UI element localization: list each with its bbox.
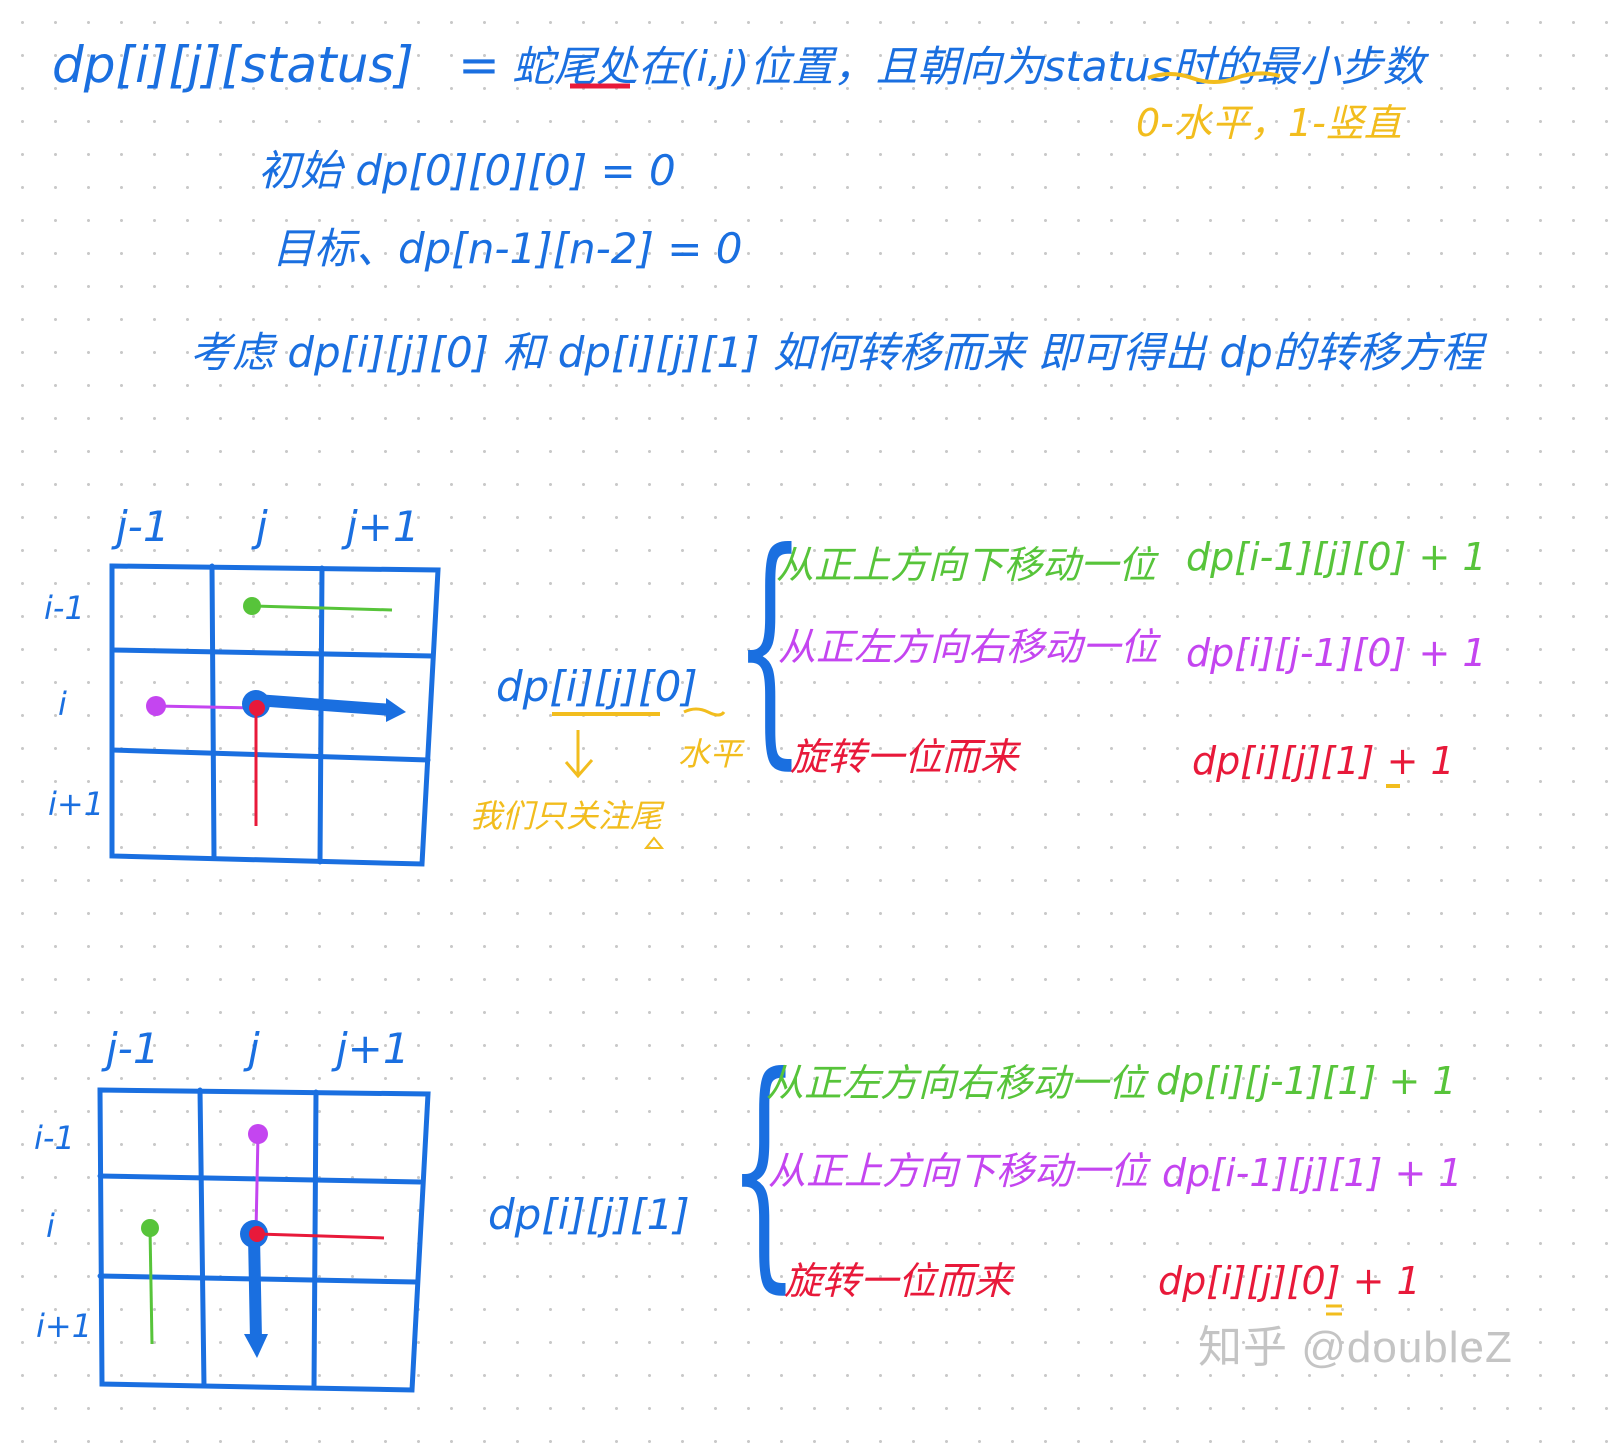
s1-brace: { xyxy=(734,499,806,790)
s2-red-arrow xyxy=(249,1226,385,1242)
watermark: 知乎 @doubleZ xyxy=(1198,1323,1513,1372)
s2-case-formula-1: dp[i][j-1][1] + 1 xyxy=(1156,1059,1457,1103)
s1-col-label-left: j-1 xyxy=(116,502,170,551)
s1-case-text-3: 旋转一位而来 xyxy=(790,735,1019,779)
s1-row-label-mid: i xyxy=(58,685,67,723)
s1-row-label-top: i-1 xyxy=(44,589,85,627)
s2-row-label-top: i-1 xyxy=(34,1119,75,1157)
s2-row-label-mid: i xyxy=(46,1207,55,1245)
s2-col-label-right: j+1 xyxy=(336,1024,410,1073)
s1-row-label-bottom: i+1 xyxy=(48,785,105,823)
init-line: 初始 dp[0][0][0] = 0 xyxy=(258,146,676,195)
s2-case-formula-3: dp[i][j][0] + 1 xyxy=(1158,1259,1421,1303)
s1-green-arrow xyxy=(243,597,393,615)
status-note: 0-水平，1-竖直 xyxy=(1136,101,1402,145)
s2-col-label-left: j-1 xyxy=(106,1024,160,1073)
s1-purple-arrow xyxy=(146,696,259,716)
s2-green-arrow xyxy=(141,1219,159,1345)
s2-case-text-3: 旋转一位而来 xyxy=(784,1259,1013,1303)
s1-case-text-2: 从正左方向右移动一位 xyxy=(778,625,1159,669)
s2-blue-snake xyxy=(240,1220,268,1358)
s1-case-text-1: 从正上方向下移动一位 xyxy=(776,543,1157,587)
s2-case-text-2: 从正上方向下移动一位 xyxy=(768,1149,1149,1193)
s2-case-formula-2: dp[i-1][j][1] + 1 xyxy=(1162,1151,1463,1195)
definition-equals: = xyxy=(458,36,500,94)
s1-red-arrow xyxy=(249,700,265,826)
s2-purple-arrow xyxy=(248,1124,268,1233)
s2-brace: { xyxy=(728,1023,800,1314)
definition-rhs: 蛇尾处在(i,j)位置，且朝向为status时的最小步数 xyxy=(512,42,1425,91)
s2-case-text-1: 从正左方向右移动一位 xyxy=(766,1061,1147,1105)
s2-row-label-bottom: i+1 xyxy=(36,1307,93,1345)
s1-state: dp[i][j][0] xyxy=(496,662,698,711)
s1-col-label-mid: j xyxy=(256,502,268,551)
s1-blue-snake xyxy=(242,690,406,722)
s2-state: dp[i][j][1] xyxy=(488,1190,690,1239)
s1-case-formula-2: dp[i][j-1][0] + 1 xyxy=(1186,631,1487,675)
goal-line: 目标、dp[n-1][n-2] = 0 xyxy=(272,224,743,273)
consider-line: 考虑 dp[i][j][0] 和 dp[i][j][1] 如何转移而来 即可得出… xyxy=(190,328,1483,377)
s1-tail-note: 我们只关注尾 xyxy=(470,797,663,835)
s1-orient-note: 水平 xyxy=(678,735,743,773)
s1-case-formula-3: dp[i][j][1] + 1 xyxy=(1192,739,1455,783)
s1-case-formula-1: dp[i-1][j][0] + 1 xyxy=(1186,535,1487,579)
definition-lhs: dp[i][j][status] xyxy=(52,36,414,94)
s1-col-label-right: j+1 xyxy=(346,502,420,551)
status-underline xyxy=(570,71,1281,89)
s2-col-label-mid: j xyxy=(248,1024,260,1073)
